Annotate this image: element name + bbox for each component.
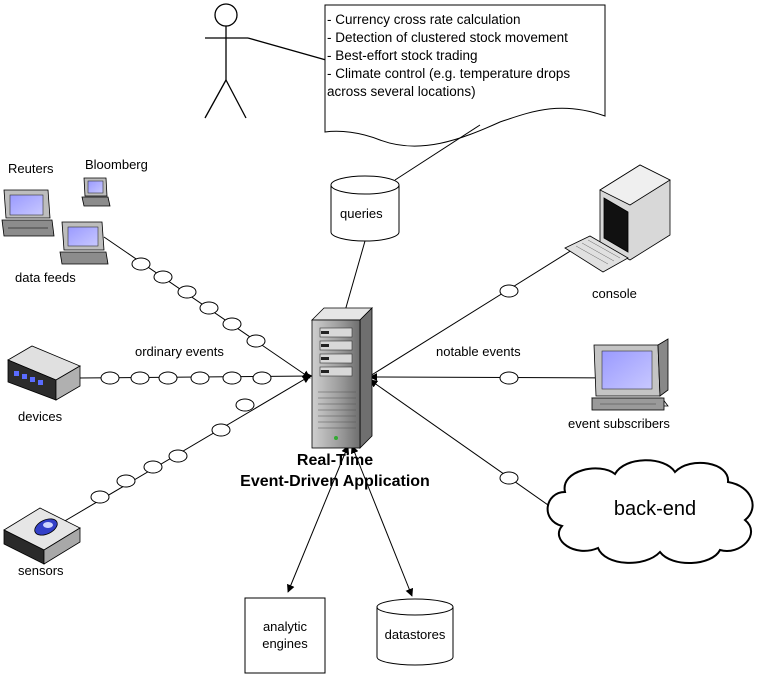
event-bubble [143,460,163,474]
application-title-line: Event-Driven Application [240,473,430,490]
event-bubble [158,371,178,385]
use-case-item: - Detection of clustered stock movement [327,30,568,45]
queries-cylinder [330,175,400,242]
analytic-engines-line: engines [262,636,308,651]
event-bubble [222,317,242,331]
event-bubble [499,371,519,385]
notable-events-label: notable events [436,344,521,359]
analytic-engines-label: analytic engines [245,618,325,652]
console-monitor-icon [564,164,671,273]
console-label: console [592,286,637,301]
datastores-label: datastores [384,627,446,642]
event-bubble [100,371,120,385]
application-title: Real-Time Event-Driven Application [205,450,465,492]
event-bubble [199,301,219,315]
use-case-item: - Best-effort stock trading [327,48,478,63]
use-case-list: - Currency cross rate calculation - Dete… [327,11,570,101]
event-bubble [222,371,242,385]
event-subscribers-computer-icon [591,338,669,411]
analytic-engines-line: analytic [262,619,308,634]
analytic-engines-box [244,597,326,674]
event-bubble [252,371,272,385]
use-case-item: across several locations) [327,84,476,99]
ordinary-events-label: ordinary events [135,344,224,359]
event-bubble [211,423,231,437]
bloomberg-label: Bloomberg [85,157,148,172]
queries-connector [342,240,366,319]
event-bubble [131,257,151,271]
user-actor-icon [204,3,327,119]
sensor-icon [3,507,81,565]
event-bubble [246,334,266,348]
event-bubbles [90,257,272,504]
data-feed-computer-icon [59,221,109,265]
use-case-item: - Currency cross rate calculation [327,12,521,27]
server-icon [311,307,373,449]
event-bubble [499,284,519,298]
output-connectors [287,244,626,597]
event-bubble [190,371,210,385]
event-bubble [168,449,188,463]
backend-cloud [546,459,754,565]
datastores-cylinder [376,598,454,666]
data-feeds-label: data feeds [15,270,76,285]
event-subscribers-label: event subscribers [568,416,670,431]
use-case-item: - Climate control (e.g. temperature drop… [327,66,571,81]
sensors-label: sensors [18,563,64,578]
event-bubble [177,285,197,299]
event-bubble [130,371,150,385]
reuters-computer-icon [1,189,55,237]
event-bubble [90,490,110,504]
event-bubble [499,471,519,485]
notable-event-bubbles [499,284,519,485]
bloomberg-computer-icon [81,177,111,207]
device-icon [7,345,81,401]
event-bubble [116,474,136,488]
event-bubble [235,398,255,412]
devices-label: devices [18,409,63,424]
queries-label: queries [340,206,383,221]
note-connector [394,124,481,181]
reuters-label: Reuters [8,161,54,176]
application-title-line: Real-Time [296,452,374,469]
backend-label: back-end [613,498,697,520]
event-bubble [153,270,173,284]
